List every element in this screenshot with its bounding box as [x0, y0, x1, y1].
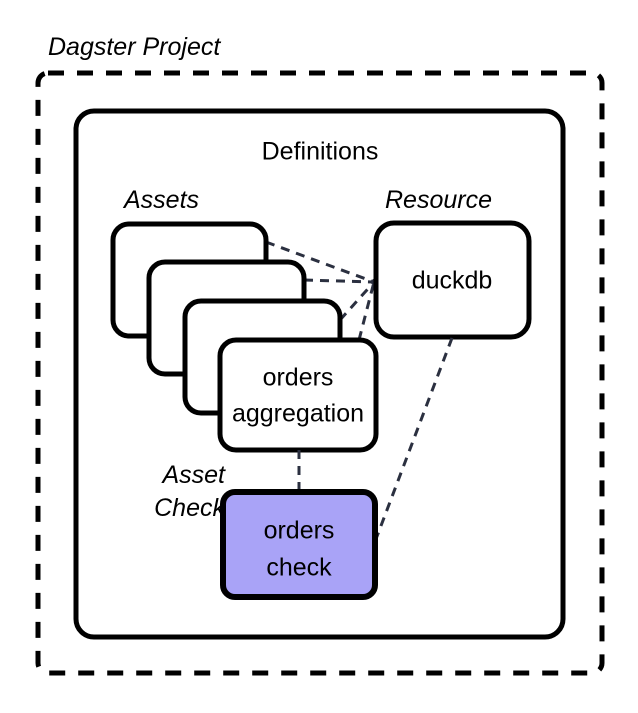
resource-node-duckdb[interactable] [373, 220, 532, 340]
page-title: Dagster Project [48, 33, 221, 61]
orders-aggregation-label-line-1: orders [262, 363, 334, 392]
orders-aggregation-label-line-2: aggregation [231, 399, 365, 428]
asset-check-node-orders-check[interactable] [220, 489, 378, 600]
asset-check-group-label-line-1: Asset [162, 461, 225, 489]
orders-check-label-line-2: check [266, 553, 332, 582]
edge-asset-1-to-duckdb [265, 240, 375, 284]
orders-check-label-line-1: orders [263, 516, 335, 545]
edge-asset-3-to-duckdb [338, 280, 376, 322]
assets-group-label: Assets [124, 186, 200, 214]
definitions-label: Definitions [261, 137, 379, 166]
asset-check-group-label-line-2: Check [154, 494, 225, 522]
resource-group-label: Resource [385, 186, 492, 214]
edge-duckdb-to-orders-check [374, 337, 454, 540]
edge-orders-aggregation-to-duckdb [357, 281, 376, 341]
asset-card-orders-aggregation[interactable] [217, 337, 379, 453]
dagster-project-boundary [35, 70, 605, 676]
duckdb-node-label: duckdb [411, 266, 493, 295]
edge-asset-2-to-duckdb [303, 278, 375, 284]
